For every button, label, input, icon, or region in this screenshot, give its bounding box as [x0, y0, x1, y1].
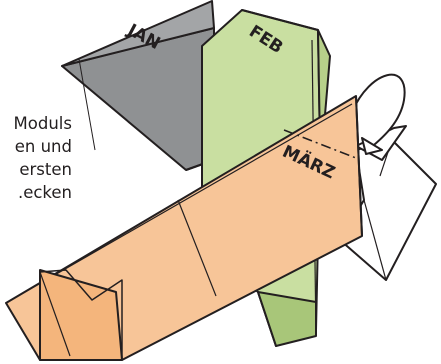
- jan-module-back: [61, 27, 215, 171]
- instruction-line-2: en und: [14, 137, 72, 156]
- instruction-text: Moduls en und ersten ecken.: [0, 112, 72, 204]
- instruction-line-4: ecken.: [17, 183, 72, 202]
- instruction-line-3: ersten: [19, 160, 72, 179]
- rotation-arrowhead: [361, 137, 383, 155]
- jan-module-front: [61, 0, 215, 67]
- rotation-arrow: [351, 73, 406, 151]
- instruction-line-1: Moduls: [13, 114, 72, 133]
